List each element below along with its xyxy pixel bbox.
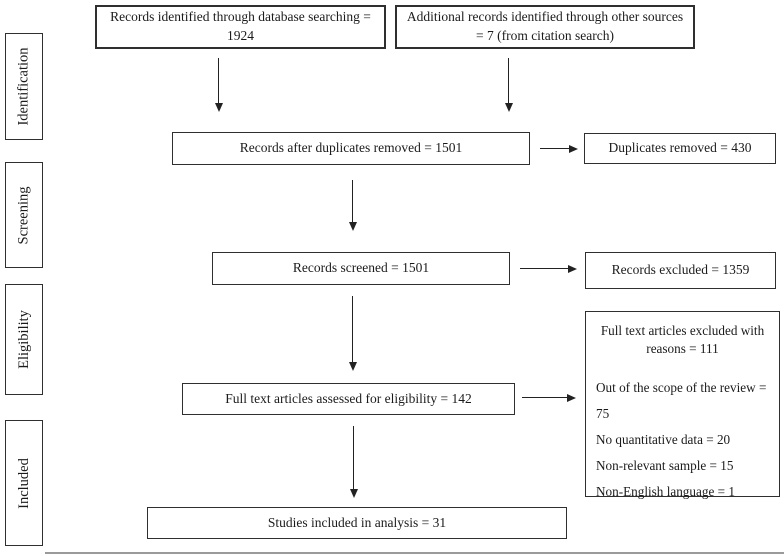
stage-box-identification: Identification — [5, 33, 43, 140]
arrow-fulltext-to-included — [350, 426, 358, 498]
box-additional-records-other-sources: Additional records identified through ot… — [395, 5, 695, 49]
stage-box-screening: Screening — [5, 162, 43, 268]
exclusion-reason-non-relevant-sample: Non-relevant sample = 15 — [596, 457, 734, 473]
arrow-to-fulltext-excluded — [522, 394, 576, 402]
box-records-excluded: Records excluded = 1359 — [585, 252, 776, 289]
fulltext-excluded-heading: Full text articles excluded with reasons… — [600, 323, 765, 357]
figure-bottom-rule — [45, 552, 784, 554]
arrow-other-sources-to-deduplicated — [505, 58, 513, 112]
arrow-database-to-deduplicated — [215, 58, 223, 112]
box-duplicates-removed: Duplicates removed = 430 — [584, 133, 776, 164]
box-studies-included: Studies included in analysis = 31 — [147, 507, 567, 539]
stage-label-included: Included — [15, 457, 32, 509]
arrow-to-duplicates-removed — [540, 145, 578, 153]
box-records-screened: Records screened = 1501 — [212, 252, 510, 285]
exclusion-reason-no-quantitative-data: No quantitative data = 20 — [596, 431, 731, 447]
arrow-to-records-excluded — [520, 265, 577, 273]
stage-label-identification: Identification — [15, 47, 32, 126]
stage-label-eligibility: Eligibility — [15, 310, 32, 369]
box-records-identified-database: Records identified through database sear… — [95, 5, 386, 49]
box-fulltext-excluded: Full text articles excluded with reasons… — [585, 311, 780, 499]
stage-box-included: Included — [5, 420, 43, 546]
stage-label-screening: Screening — [15, 186, 32, 244]
exclusion-reason-scope: Out of the scope of the review = 75 — [596, 379, 767, 421]
box-records-after-duplicates-removed: Records after duplicates removed = 1501 — [172, 132, 530, 165]
arrow-screened-to-fulltext — [349, 296, 357, 371]
exclusion-reason-non-english: Non-English language = 1 — [596, 483, 735, 499]
arrow-deduplicated-to-screened — [349, 180, 357, 231]
box-fulltext-assessed: Full text articles assessed for eligibil… — [182, 383, 515, 415]
stage-box-eligibility: Eligibility — [5, 284, 43, 395]
